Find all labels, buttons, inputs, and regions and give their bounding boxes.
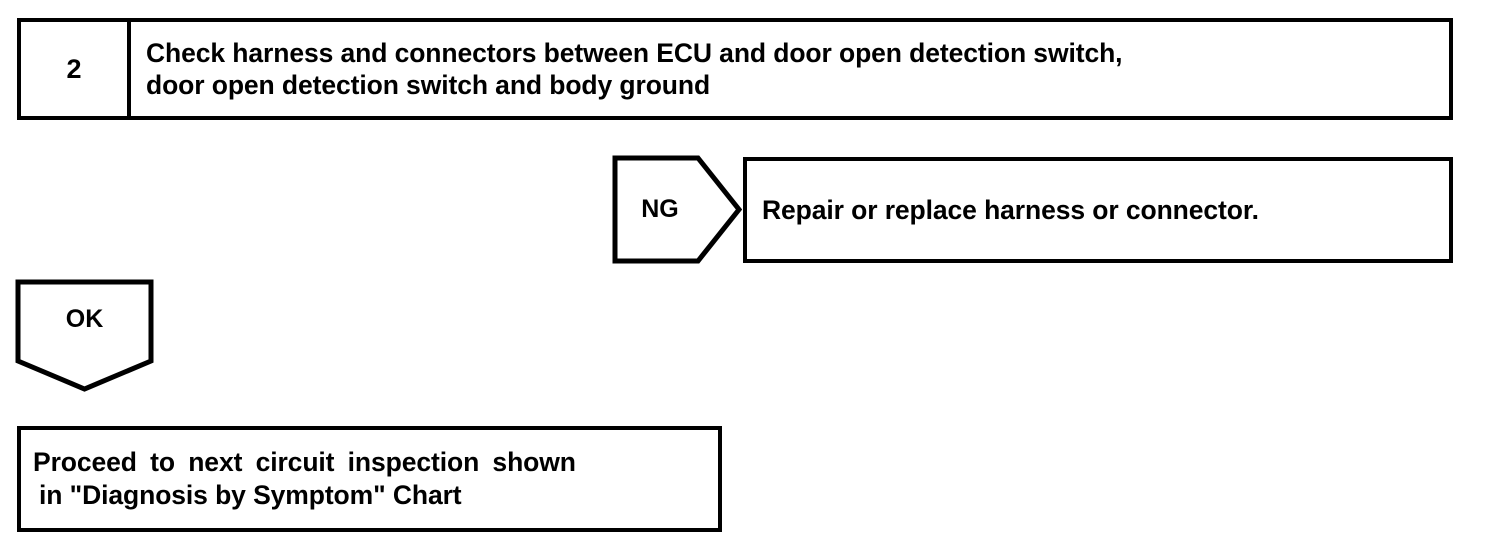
proceed-result-box: Proceed to next circuit inspection shown… [17,426,722,532]
ng-branch-arrow: NG [612,155,742,264]
step-number-cell: 2 [21,22,131,116]
proceed-result-text-line-1: Proceed to next circuit inspection shown [33,447,576,478]
repair-result-box: Repair or replace harness or connector. [743,157,1453,263]
proceed-result-text-line-2: in "Diagnosis by Symptom" Chart [39,480,462,510]
ok-branch-label: OK [65,304,104,333]
repair-result-text: Repair or replace harness or connector. [762,194,1259,225]
ng-pentagon-shape [612,155,742,264]
ng-branch-label: NG [641,195,679,223]
step-instruction-text: Check harness and connectors between ECU… [146,37,1123,100]
ok-pentagon-shape [15,279,154,392]
ok-branch-arrow: OK [15,279,154,392]
step-number: 2 [66,53,82,84]
step-box: 2 Check harness and connectors between E… [17,18,1453,120]
step-instruction-cell: Check harness and connectors between ECU… [131,22,1449,116]
